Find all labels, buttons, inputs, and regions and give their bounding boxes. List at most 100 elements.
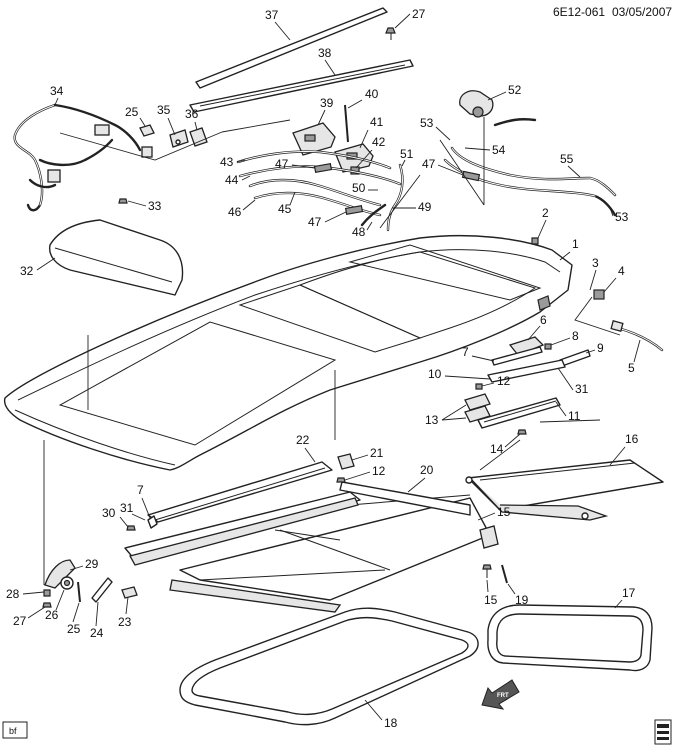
part-24-arm [91, 577, 113, 603]
callout-9: 9 [597, 341, 604, 355]
artist-tag-box: bf [2, 721, 28, 739]
callout-5: 5 [628, 361, 635, 375]
callout-8: 8 [572, 329, 579, 343]
callout-37: 37 [265, 8, 279, 22]
callout-25b: 25 [67, 622, 81, 636]
callout-16: 16 [625, 432, 639, 446]
callout-18: 18 [384, 716, 398, 730]
part-25-clip-top [139, 124, 155, 137]
part-47-guide-lower [344, 204, 364, 216]
part-5-drain-hose [610, 320, 664, 352]
part-16-rear-shade [465, 459, 664, 521]
callout-46: 46 [228, 205, 242, 219]
part-17-rear-seal [487, 604, 653, 672]
part-40-bolt [344, 104, 349, 143]
part-12-screw-right [475, 383, 483, 390]
part-27-screw-low [42, 602, 52, 608]
callout-3: 3 [592, 256, 599, 270]
callout-44: 44 [225, 173, 239, 187]
part-14-screw [517, 429, 527, 435]
callout-7b: 7 [137, 483, 144, 497]
callout-49: 49 [418, 200, 432, 214]
callout-41: 41 [370, 115, 384, 129]
callout-15: 15 [497, 505, 511, 519]
svg-text:FRT: FRT [497, 693, 509, 699]
part-26-bushing [60, 576, 74, 590]
part-38-strip [189, 59, 414, 113]
part-7-guide-left [147, 515, 158, 529]
cables-53-54-55 [443, 118, 617, 217]
part-15-screw-a [482, 564, 492, 578]
part-18-front-seal [179, 607, 479, 726]
callout-12: 12 [497, 374, 511, 388]
callout-43: 43 [220, 155, 234, 169]
callout-51: 51 [400, 147, 414, 161]
callout-24: 24 [90, 626, 104, 640]
diagram-date: 03/05/2007 [612, 5, 672, 19]
callout-15b: 15 [484, 593, 498, 607]
part-35-bracket [169, 129, 189, 148]
part-8-screw [544, 343, 552, 350]
callout-55: 55 [560, 152, 574, 166]
callout-17: 17 [622, 586, 636, 600]
callout-38: 38 [318, 46, 332, 60]
callout-35: 35 [157, 103, 171, 117]
callout-12b: 12 [372, 464, 386, 478]
part-52-motor [459, 90, 494, 118]
front-direction-arrow: FRT [481, 679, 520, 710]
part-7-guide-right [491, 346, 543, 366]
part-48-drain [360, 203, 387, 227]
part-34-harness [13, 103, 153, 212]
part-9-link [559, 349, 591, 367]
callout-22: 22 [296, 433, 310, 447]
callout-26: 26 [45, 608, 59, 622]
part-33-screw [118, 198, 128, 204]
callout-50: 50 [352, 181, 366, 195]
callout-7: 7 [462, 345, 469, 359]
callout-45: 45 [278, 202, 292, 216]
part-20-front-shade [169, 481, 499, 613]
callout-32: 32 [20, 264, 34, 278]
part-6-bracket [508, 336, 545, 356]
callout-42: 42 [372, 135, 386, 149]
cables-45-46 [248, 178, 382, 217]
part-47-guide-right [461, 170, 481, 182]
part-29-lever [44, 559, 76, 589]
callout-28: 28 [6, 587, 20, 601]
part-12-screw-mid [336, 477, 346, 483]
callout-14: 14 [490, 442, 504, 456]
part-25-pin [77, 581, 81, 603]
callout-1: 1 [572, 237, 579, 251]
part-19-pin [501, 564, 508, 584]
callout-53b: 53 [615, 210, 629, 224]
callout-39: 39 [320, 96, 334, 110]
part-21-clip [337, 453, 355, 470]
callout-6: 6 [540, 313, 547, 327]
part-4-grommet [593, 289, 605, 300]
callout-34: 34 [50, 84, 64, 98]
callout-10: 10 [428, 367, 442, 381]
callout-31b: 31 [120, 501, 134, 515]
callout-52: 52 [508, 83, 522, 97]
callout-31: 31 [575, 382, 589, 396]
part-23-clip [121, 586, 138, 599]
part-27-screw-top [385, 27, 396, 40]
callouts: 37 27 38 34 25 35 36 39 40 41 42 43 44 4… [6, 7, 641, 730]
callout-29: 29 [85, 557, 99, 571]
callout-20: 20 [420, 463, 434, 477]
callout-23: 23 [118, 615, 132, 629]
callout-40: 40 [365, 87, 379, 101]
callout-30: 30 [102, 506, 116, 520]
gm-logo-badge [654, 719, 672, 745]
part-31-rail-left [124, 491, 361, 566]
callout-47: 47 [275, 157, 289, 171]
diagram-id: 6E12-061 [553, 5, 605, 19]
callout-48: 48 [352, 225, 366, 239]
callout-25: 25 [125, 105, 139, 119]
callout-11: 11 [568, 409, 581, 423]
callout-33: 33 [148, 199, 162, 213]
callout-47b: 47 [308, 215, 322, 229]
part-2-clip [531, 237, 539, 245]
part-28-pivot [43, 589, 51, 597]
callout-19: 19 [515, 593, 529, 607]
